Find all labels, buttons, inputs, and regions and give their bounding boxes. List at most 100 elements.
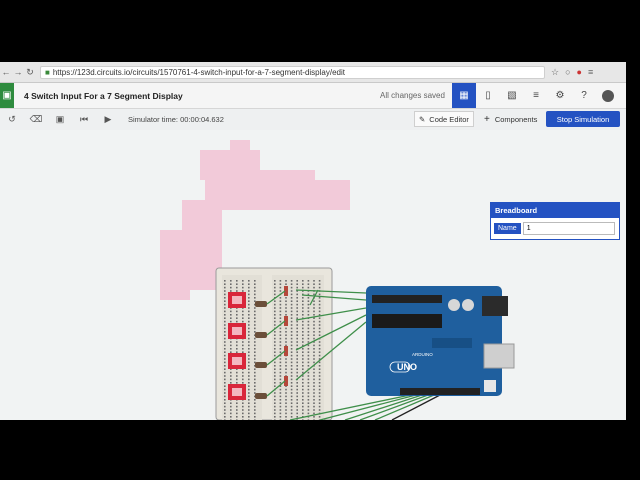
breadboard-hole bbox=[254, 337, 256, 340]
breadboard-hole bbox=[313, 409, 315, 411]
breadboard-hole bbox=[318, 354, 321, 357]
breadboard-hole bbox=[236, 314, 238, 316]
gear-icon[interactable]: ⚙ bbox=[555, 90, 565, 101]
breadboard-hole bbox=[224, 324, 226, 326]
breadboard-hole bbox=[254, 341, 256, 343]
breadboard-hole bbox=[279, 392, 282, 394]
switch-1-button[interactable] bbox=[232, 296, 242, 304]
resistors[interactable] bbox=[255, 286, 288, 399]
breadboard-hole bbox=[224, 405, 226, 408]
breadboard-hole bbox=[279, 344, 282, 347]
url-field[interactable]: ■ https://123d.circuits.io/circuits/1570… bbox=[40, 65, 545, 79]
switch-2-button[interactable] bbox=[232, 327, 242, 335]
breadboard-hole bbox=[248, 307, 250, 309]
breadboard-hole bbox=[279, 337, 282, 340]
components-label: Components bbox=[494, 114, 538, 124]
breadboard-hole bbox=[313, 283, 315, 285]
breadboard-hole bbox=[254, 409, 256, 411]
breadboard-hole bbox=[279, 402, 282, 404]
breadboard-hole bbox=[254, 317, 256, 319]
breadboard-hole bbox=[274, 392, 276, 394]
menu-icon[interactable]: ≡ bbox=[587, 66, 594, 77]
breadboard-hole bbox=[274, 368, 276, 370]
avatar[interactable] bbox=[596, 83, 620, 108]
breadboard-hole bbox=[248, 388, 250, 391]
breadboard-hole bbox=[242, 317, 244, 319]
reload-icon[interactable]: ↻ bbox=[26, 66, 34, 77]
delete-icon[interactable]: ⌫ bbox=[29, 113, 43, 124]
breadboard-view-icon[interactable]: ▦ bbox=[452, 83, 476, 108]
breadboard-hole bbox=[302, 378, 304, 381]
components-button[interactable]: + Components bbox=[480, 111, 541, 127]
breadboard-hole bbox=[248, 327, 250, 330]
extension-icon[interactable]: ○ bbox=[565, 66, 571, 77]
code-editor-button[interactable]: ✎ Code Editor bbox=[414, 111, 474, 127]
breadboard-hole bbox=[290, 375, 293, 377]
help-icon[interactable]: ? bbox=[581, 90, 587, 101]
breadboard-hole bbox=[279, 300, 282, 302]
breadboard-hole bbox=[279, 405, 282, 408]
breadboard-hole bbox=[307, 348, 310, 350]
forward-icon[interactable]: → bbox=[13, 67, 23, 77]
list-icon[interactable]: ≡ bbox=[533, 90, 539, 101]
breadboard-hole bbox=[285, 402, 287, 404]
breadboard-hole bbox=[254, 419, 256, 420]
breadboard-hole bbox=[285, 358, 287, 360]
star-icon[interactable]: ☆ bbox=[551, 66, 560, 77]
breadboard-hole bbox=[224, 331, 226, 333]
play-icon[interactable]: ▶ bbox=[104, 113, 112, 124]
breadboard-hole bbox=[248, 317, 250, 319]
breadboard-hole bbox=[285, 280, 287, 282]
restart-icon[interactable]: ⏮ bbox=[79, 113, 89, 124]
breadboard-hole bbox=[302, 337, 304, 340]
breadboard-hole bbox=[248, 361, 250, 364]
breadboard-hole bbox=[318, 310, 321, 313]
switches[interactable] bbox=[228, 292, 246, 400]
back-icon[interactable]: ← bbox=[1, 67, 11, 77]
switch-3-button[interactable] bbox=[232, 357, 242, 365]
switch-4-button[interactable] bbox=[232, 388, 242, 396]
breadboard-hole bbox=[313, 361, 315, 364]
breadboard-hole bbox=[290, 334, 293, 336]
breadboard-hole bbox=[318, 293, 321, 296]
breadboard-hole bbox=[254, 412, 256, 415]
breadboard-hole bbox=[274, 361, 276, 364]
breadboard-hole bbox=[307, 327, 310, 330]
breadboard-hole bbox=[318, 375, 321, 377]
name-input[interactable] bbox=[522, 222, 615, 235]
breadboard-hole bbox=[290, 385, 293, 387]
breadboard-hole bbox=[274, 324, 276, 326]
breadboard-hole bbox=[302, 419, 304, 420]
breadboard-hole bbox=[307, 412, 310, 415]
breadboard-hole bbox=[236, 344, 238, 347]
breadboard-hole bbox=[254, 331, 256, 333]
adblock-icon[interactable]: ● bbox=[576, 66, 582, 77]
wires[interactable] bbox=[266, 289, 441, 420]
app-logo-icon[interactable]: ▣ bbox=[0, 83, 14, 108]
rotate-icon[interactable]: ↺ bbox=[8, 113, 16, 124]
breadboard-hole bbox=[296, 416, 298, 418]
breadboard-hole bbox=[307, 371, 310, 374]
breadboard-hole bbox=[296, 290, 298, 292]
breadboard-hole bbox=[279, 286, 282, 289]
fit-view-icon[interactable]: ▣ bbox=[55, 113, 65, 124]
breadboard-hole bbox=[302, 303, 304, 306]
breadboard-hole bbox=[248, 280, 250, 282]
breadboard[interactable] bbox=[215, 267, 333, 420]
breadboard-hole bbox=[279, 382, 282, 384]
breadboard-hole bbox=[318, 388, 321, 391]
breadboard-hole bbox=[302, 280, 304, 282]
schematic-view-icon[interactable]: ▯ bbox=[485, 90, 491, 101]
breadboard-hole bbox=[236, 409, 238, 411]
breadboard-hole bbox=[296, 303, 298, 306]
breadboard-hole bbox=[313, 341, 315, 343]
breadboard-hole bbox=[274, 348, 276, 350]
pcb-view-icon[interactable]: ▧ bbox=[507, 90, 517, 101]
breadboard-hole bbox=[230, 405, 232, 408]
project-title: 4 Switch Input For a 7 Segment Display bbox=[24, 90, 183, 101]
breadboard-hole bbox=[224, 402, 226, 404]
arduino-uno-board[interactable]: UNO ARDUINO bbox=[366, 286, 515, 396]
breadboard-hole bbox=[279, 314, 282, 316]
stop-simulation-button[interactable]: Stop Simulation bbox=[546, 111, 620, 127]
circuit-canvas[interactable]: UNO ARDUINO Breadboard Name bbox=[0, 130, 626, 420]
